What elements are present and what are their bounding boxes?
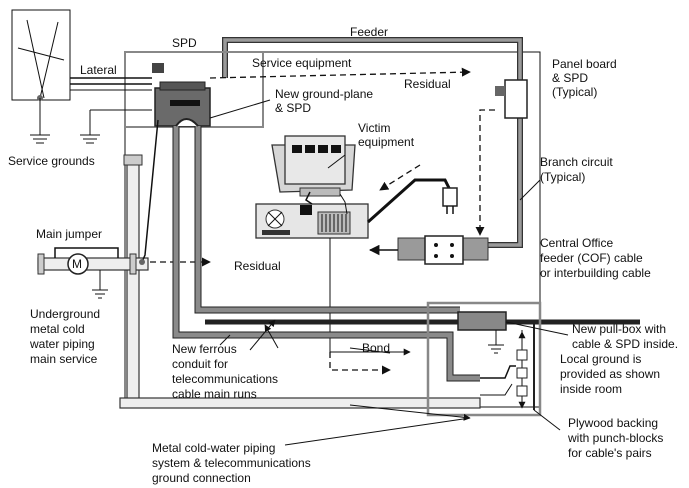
label-underground-2: metal cold [30,322,85,336]
label-pullbox-3: Local ground is [560,352,641,366]
label-metal-pipe-2: system & telecommunications [152,456,311,470]
branch-circuit-cable [485,118,523,248]
label-underground-4: main service [30,352,98,366]
plug [442,187,458,207]
utility-pole-1 [26,19,45,99]
label-victim-1: Victim [358,121,390,135]
label-service-grounds: Service grounds [8,154,95,168]
water-meter [67,253,89,275]
jumper-ground-symbol [92,289,108,299]
label-ferrous-3: telecommunications [172,372,278,386]
label-branch-circuit-2: (Typical) [540,170,585,184]
main-jumper [54,247,119,258]
utility-pole-2 [39,21,59,99]
label-pullbox-1: New pull-box with [572,322,666,336]
panel-board [504,79,528,119]
label-ferrous-2: conduit for [172,357,228,371]
label-plywood-1: Plywood backing [568,416,658,430]
label-panel-board-3: (Typical) [552,85,597,99]
victim-monitor [271,135,356,197]
label-cof-3: or interbuilding cable [540,266,651,280]
service-equipment-small-box [152,63,164,73]
label-spd: SPD [172,36,197,50]
label-pullbox-2: cable & SPD inside. [572,337,678,351]
label-victim-2: equipment [358,135,415,149]
water-pipe-horizontal [119,397,481,409]
residual-dashed-top [209,67,471,79]
label-branch-circuit-1: Branch circuit [540,155,613,169]
label-cof-2: feeder (COF) cable [540,251,643,265]
label-panel-board-1: Panel board [552,57,617,71]
punch-block-3 [516,385,528,397]
residual-dashed-plug [379,164,421,191]
label-feeder: Feeder [350,25,388,39]
label-residual-mid: Residual [234,259,281,273]
label-plywood-3: for cable's pairs [568,446,652,460]
label-underground-1: Underground [30,307,100,321]
label-panel-board-2: & SPD [552,71,588,85]
punch-block-2 [516,367,528,379]
label-residual-top: Residual [404,77,451,91]
power-cord [367,178,452,224]
pullbox-ground-symbol [488,344,504,354]
label-ferrous-1: New ferrous [172,342,237,356]
residual-dashed-bottom [329,352,391,375]
label-bond: Bond [362,341,390,355]
label-service-equipment: Service equipment [252,56,352,70]
label-cof-1: Central Office [540,236,613,250]
meter-symbol: M [72,257,82,271]
label-metal-pipe-3: ground connection [152,471,251,485]
label-pullbox-5: inside room [560,382,622,396]
punch-block-1 [516,349,528,361]
service-ground-symbol-1 [30,134,50,144]
label-ferrous-4: cable main runs [172,387,257,401]
label-pullbox-4: provided as shown [560,367,660,381]
plywood-backing [426,301,542,417]
label-ground-plane-1: New ground-plane [275,87,373,101]
pipe-bond [141,119,159,263]
label-lateral: Lateral [80,63,117,77]
victim-cpu [255,203,369,239]
label-underground-3: water piping [29,337,95,351]
water-pipe-vertical [126,159,140,406]
label-main-jumper: Main jumper [36,227,102,241]
residual-dashed-branch [475,109,495,236]
service-ground-symbol-2 [80,134,100,144]
label-metal-pipe-1: Metal cold-water piping [152,441,275,455]
label-plywood-2: with punch-blocks [567,431,663,445]
label-ground-plane-2: & SPD [275,101,311,115]
pull-box-spd [457,311,507,331]
